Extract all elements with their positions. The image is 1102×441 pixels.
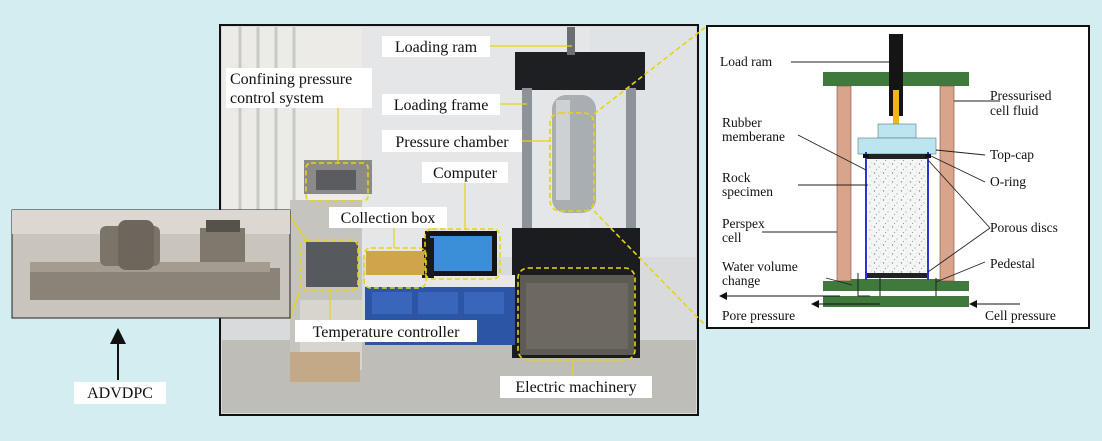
label-pressure-chamber: Pressure chamber (395, 134, 509, 151)
load-ram (889, 34, 903, 116)
label-rubber-line2: memberane (722, 129, 785, 144)
base-plate-lower (823, 296, 969, 307)
porous-disc-top (866, 154, 928, 159)
label-confining-pressure-line1: Confining pressure (230, 71, 352, 88)
pedestal (850, 279, 940, 289)
label-rock-line2: specimen (722, 184, 773, 199)
porous-disc-bottom (866, 273, 928, 278)
callout-collection-box (363, 247, 427, 289)
label-water-line1: Water volume (722, 259, 798, 274)
label-cell-pressure: Cell pressure (985, 308, 1056, 323)
label-temperature-controller: Temperature controller (313, 324, 460, 341)
photo-callouts (299, 25, 708, 361)
advdpc-label-box (74, 382, 166, 404)
label-top-cap: Top-cap (990, 147, 1034, 162)
label-perspex-line1: Perspex (722, 216, 765, 231)
label-porous-discs: Porous discs (990, 220, 1058, 235)
label-pedestal: Pedestal (990, 256, 1035, 271)
label-loading-ram: Loading ram (395, 39, 478, 56)
label-load-ram: Load ram (720, 54, 773, 69)
label-pore-pressure: Pore pressure (722, 308, 795, 323)
zoom-line-bottom (593, 210, 708, 328)
label-computer: Computer (433, 165, 498, 182)
triaxial-cell-schematic (706, 25, 1090, 329)
label-loading-frame: Loading frame (394, 97, 489, 114)
advdpc-inset (11, 209, 291, 319)
cell-wall-right (939, 85, 955, 282)
callout-temperature-controller (299, 239, 359, 291)
callout-pressure-chamber (549, 112, 595, 212)
cell-wall-left (836, 85, 852, 282)
label-water-line2: change (722, 273, 760, 288)
callout-confining-system (305, 162, 369, 202)
label-pressurised-line1: Pressurised (990, 88, 1052, 103)
label-electric-machinery: Electric machinery (515, 379, 636, 396)
label-rock-line1: Rock (722, 170, 751, 185)
top-cap (857, 137, 937, 155)
label-collection-box: Collection box (341, 210, 436, 227)
callout-electric-machinery (517, 267, 636, 361)
label-advdpc: ADVDPC (87, 385, 153, 402)
label-o-ring: O-ring (990, 174, 1026, 189)
callout-computer (424, 228, 501, 280)
label-confining-pressure-line2: control system (230, 90, 324, 107)
label-rubber-line1: Rubber (722, 115, 762, 130)
label-perspex-line2: cell (722, 230, 742, 245)
photo-label-boxes (226, 36, 652, 398)
photo-leaders (289, 45, 574, 377)
rock-specimen (868, 159, 926, 273)
label-pressurised-line2: cell fluid (990, 103, 1039, 118)
